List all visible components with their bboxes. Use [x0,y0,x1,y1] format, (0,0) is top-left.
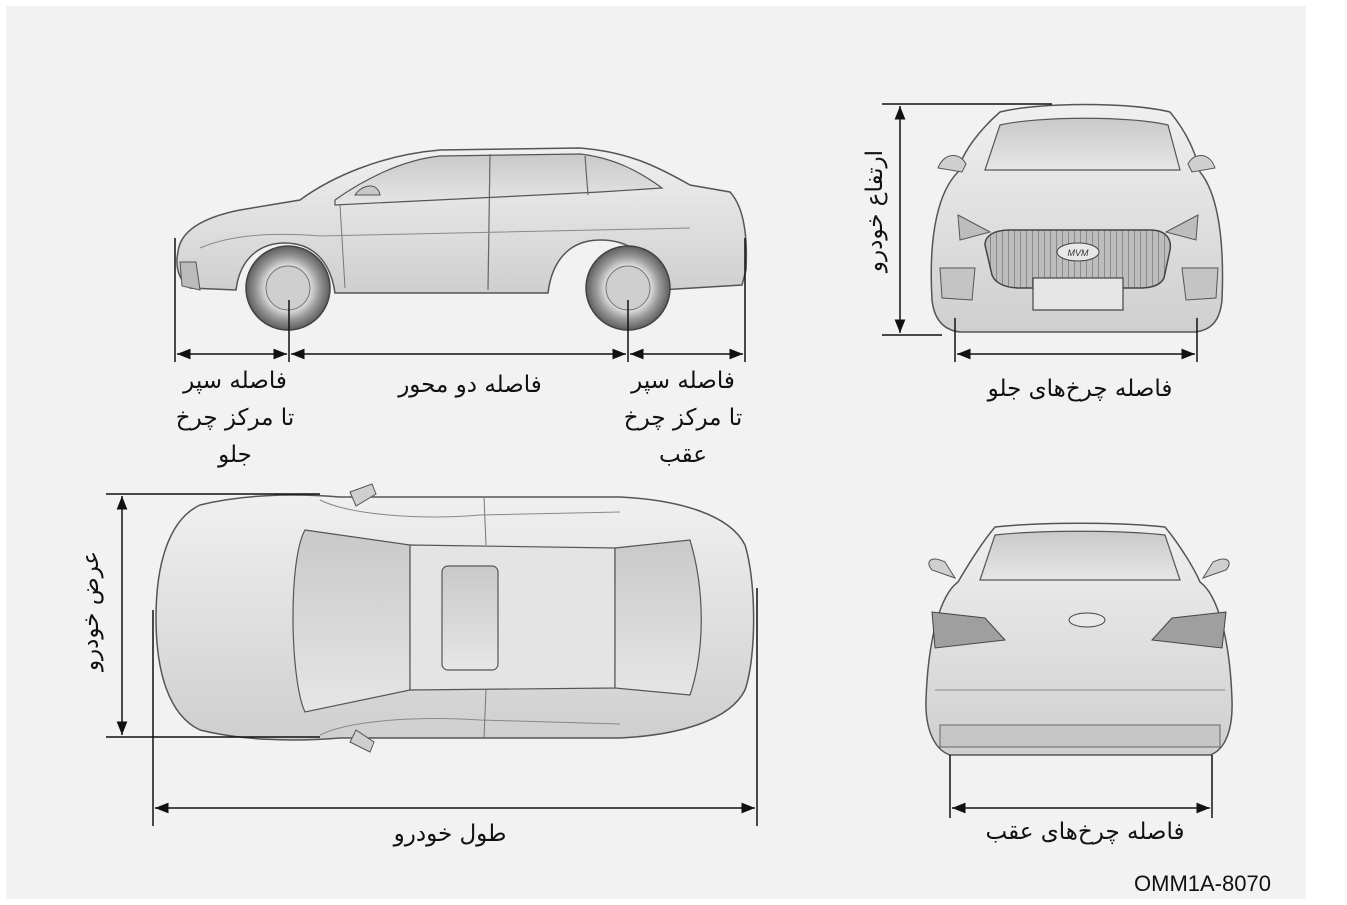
rear-right-taillight [1150,611,1227,649]
side-view-car [176,147,748,331]
front-dimension-lines [882,103,1198,362]
rear-overhang-label: فاصله سپر تا مرکز چرخ عقب [603,363,763,474]
rear-window [979,530,1181,581]
top-sunroof [441,565,499,671]
rear-left-taillight [931,611,1007,649]
top-dimension-lines [106,493,758,826]
rear-overhang-line-1: فاصله سپر [631,368,735,394]
front-windshield [984,117,1181,171]
height-label: ارتفاع خودرو [862,149,888,273]
side-windows [334,153,664,206]
front-track-label: فاصله چرخ‌های جلو [987,376,1173,402]
top-roof [409,544,616,691]
rear-track-label: فاصله چرخ‌های عقب [985,819,1185,845]
front-view-car: MVM [930,103,1224,333]
width-label: عرض خودرو [78,550,104,672]
wheelbase-label: فاصله دو محور [398,372,542,398]
front-overhang-line-3: جلو [218,442,252,468]
top-view-car [155,483,755,753]
rear-overhang-line-3: عقب [659,442,707,468]
side-dimension-lines [174,238,746,362]
front-overhang-label: فاصله سپر تا مرکز چرخ جلو [155,363,315,474]
top-windshield [292,529,411,713]
front-overhang-line-1: فاصله سپر [183,368,287,394]
front-logo: MVM [1068,248,1090,258]
top-rear-window [614,539,702,696]
figure-code: OMM1A-8070 [1134,871,1271,896]
rear-body [925,522,1233,756]
front-overhang-line-2: تا مرکز چرخ [175,405,295,431]
front-license-plate [1032,277,1124,311]
rear-view-car [925,522,1233,756]
length-label: طول خودرو [393,821,507,847]
rear-dimension-lines [949,755,1213,818]
rear-overhang-line-2: تا مرکز چرخ [623,405,743,431]
